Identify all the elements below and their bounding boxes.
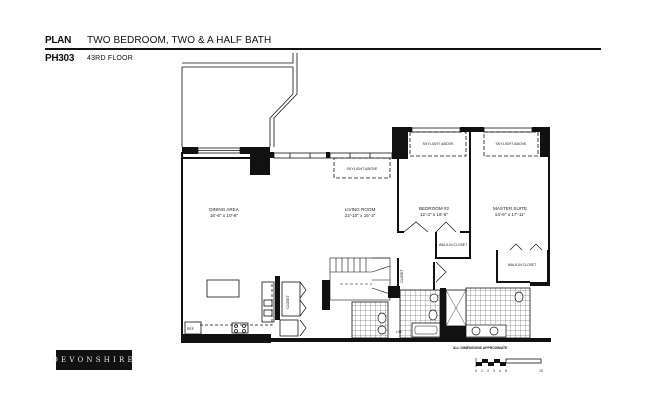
exterior-walls [181, 127, 551, 343]
closet-label: CLOSET [400, 269, 404, 283]
terrace-outline [181, 53, 298, 147]
dimensions-note: ALL DIMENSIONS APPROXIMATE [453, 346, 508, 350]
linen-label: LIN. [396, 330, 402, 334]
header-rule [45, 48, 601, 50]
bathrooms [351, 287, 531, 339]
closet-label: CLOSET [286, 295, 290, 309]
skylights [333, 131, 539, 179]
scale-tick: 10 [539, 369, 543, 373]
brand-logo: DEVONSHIRE [52, 350, 133, 370]
cooktop [231, 322, 249, 334]
room-dims-dining: 16'-6" x 10'-6" [210, 213, 239, 218]
room-name-living: LIVING ROOM [345, 207, 376, 212]
refrigerator [184, 321, 202, 335]
room-dims-living: 23'-10" x 15'-3" [345, 213, 376, 218]
scale-tick: 0 [475, 369, 477, 373]
staircase [329, 257, 391, 301]
unit-label: PH303 [45, 53, 75, 64]
scale-tick: 2 [487, 369, 489, 373]
room-name-dining: DINING AREA [209, 207, 240, 212]
walkin-closet-label: WALK-IN CLOSET [439, 243, 468, 247]
scale-tick: 3 [493, 369, 495, 373]
kitchen-island [206, 279, 240, 298]
room-dims-master: 14'-6" x 17'-11" [495, 212, 526, 217]
plan-label: PLAN [45, 35, 72, 46]
plan-title: TWO BEDROOM, TWO & A HALF BATH [87, 35, 272, 46]
room-name-master: MASTER SUITE [493, 206, 527, 211]
interior-walls [183, 132, 549, 290]
scale-tick: 5 [505, 369, 507, 373]
bathtub [411, 322, 441, 338]
fridge-label: REF. [187, 327, 194, 331]
skylight-label: SKYLIGHT ABOVE [347, 167, 378, 171]
floor-label: 43RD FLOOR [87, 55, 133, 62]
room-dims-bedroom2: 12'-3" x 16'-6" [420, 212, 449, 217]
skylight-label: SKYLIGHT ABOVE [496, 142, 527, 146]
scale-tick: 1 [481, 369, 483, 373]
wall-blocks [275, 276, 466, 338]
door-swings [299, 221, 543, 337]
scale-bar [475, 358, 542, 367]
room-name-bedroom2: BEDROOM #2 [419, 206, 450, 211]
scale-tick: 4 [499, 369, 501, 373]
kitchen-fixtures [184, 279, 301, 337]
walkin-closet-label: WALK-IN CLOSET [508, 263, 537, 267]
skylight-label: SKYLIGHT ABOVE [423, 142, 454, 146]
